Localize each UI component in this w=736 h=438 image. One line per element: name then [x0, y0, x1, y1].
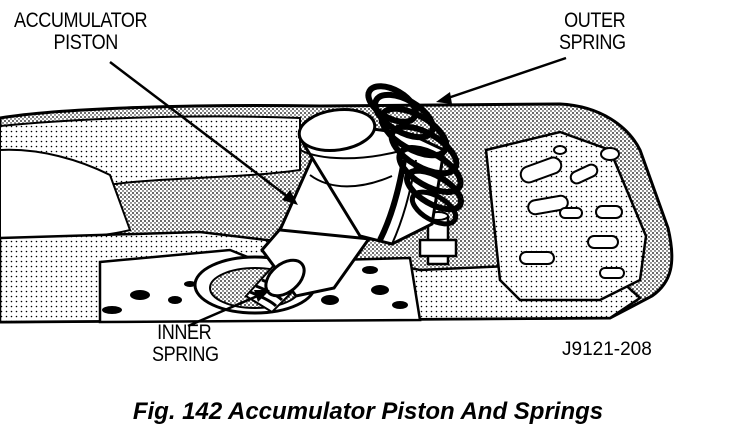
label-outer-spring: OUTER SPRING	[559, 10, 626, 54]
accumulator-piston	[260, 108, 446, 298]
label-inner-spring-line2: SPRING	[152, 343, 219, 366]
label-accumulator-piston-line2: PISTON	[53, 31, 119, 54]
leader-accumulator-piston	[109, 61, 293, 201]
label-outer-spring-line2: SPRING	[559, 31, 626, 54]
label-accumulator-piston: ACCUMULATOR PISTON	[14, 9, 148, 54]
figure-caption: Fig. 142 Accumulator Piston And Springs	[132, 398, 604, 425]
leader-arrowheads	[254, 92, 452, 302]
outer-spring	[365, 83, 464, 227]
figure-code: J9121-208	[562, 339, 652, 360]
leader-inner-spring	[187, 292, 263, 328]
leader-outer-spring	[441, 56, 567, 102]
label-inner-spring: INNER SPRING	[152, 322, 219, 366]
label-inner-spring-line1: INNER	[157, 321, 212, 344]
label-accumulator-piston-line1: ACCUMULATOR	[14, 9, 148, 32]
leader-lines	[109, 56, 567, 328]
label-outer-spring-line1: OUTER	[564, 9, 626, 32]
